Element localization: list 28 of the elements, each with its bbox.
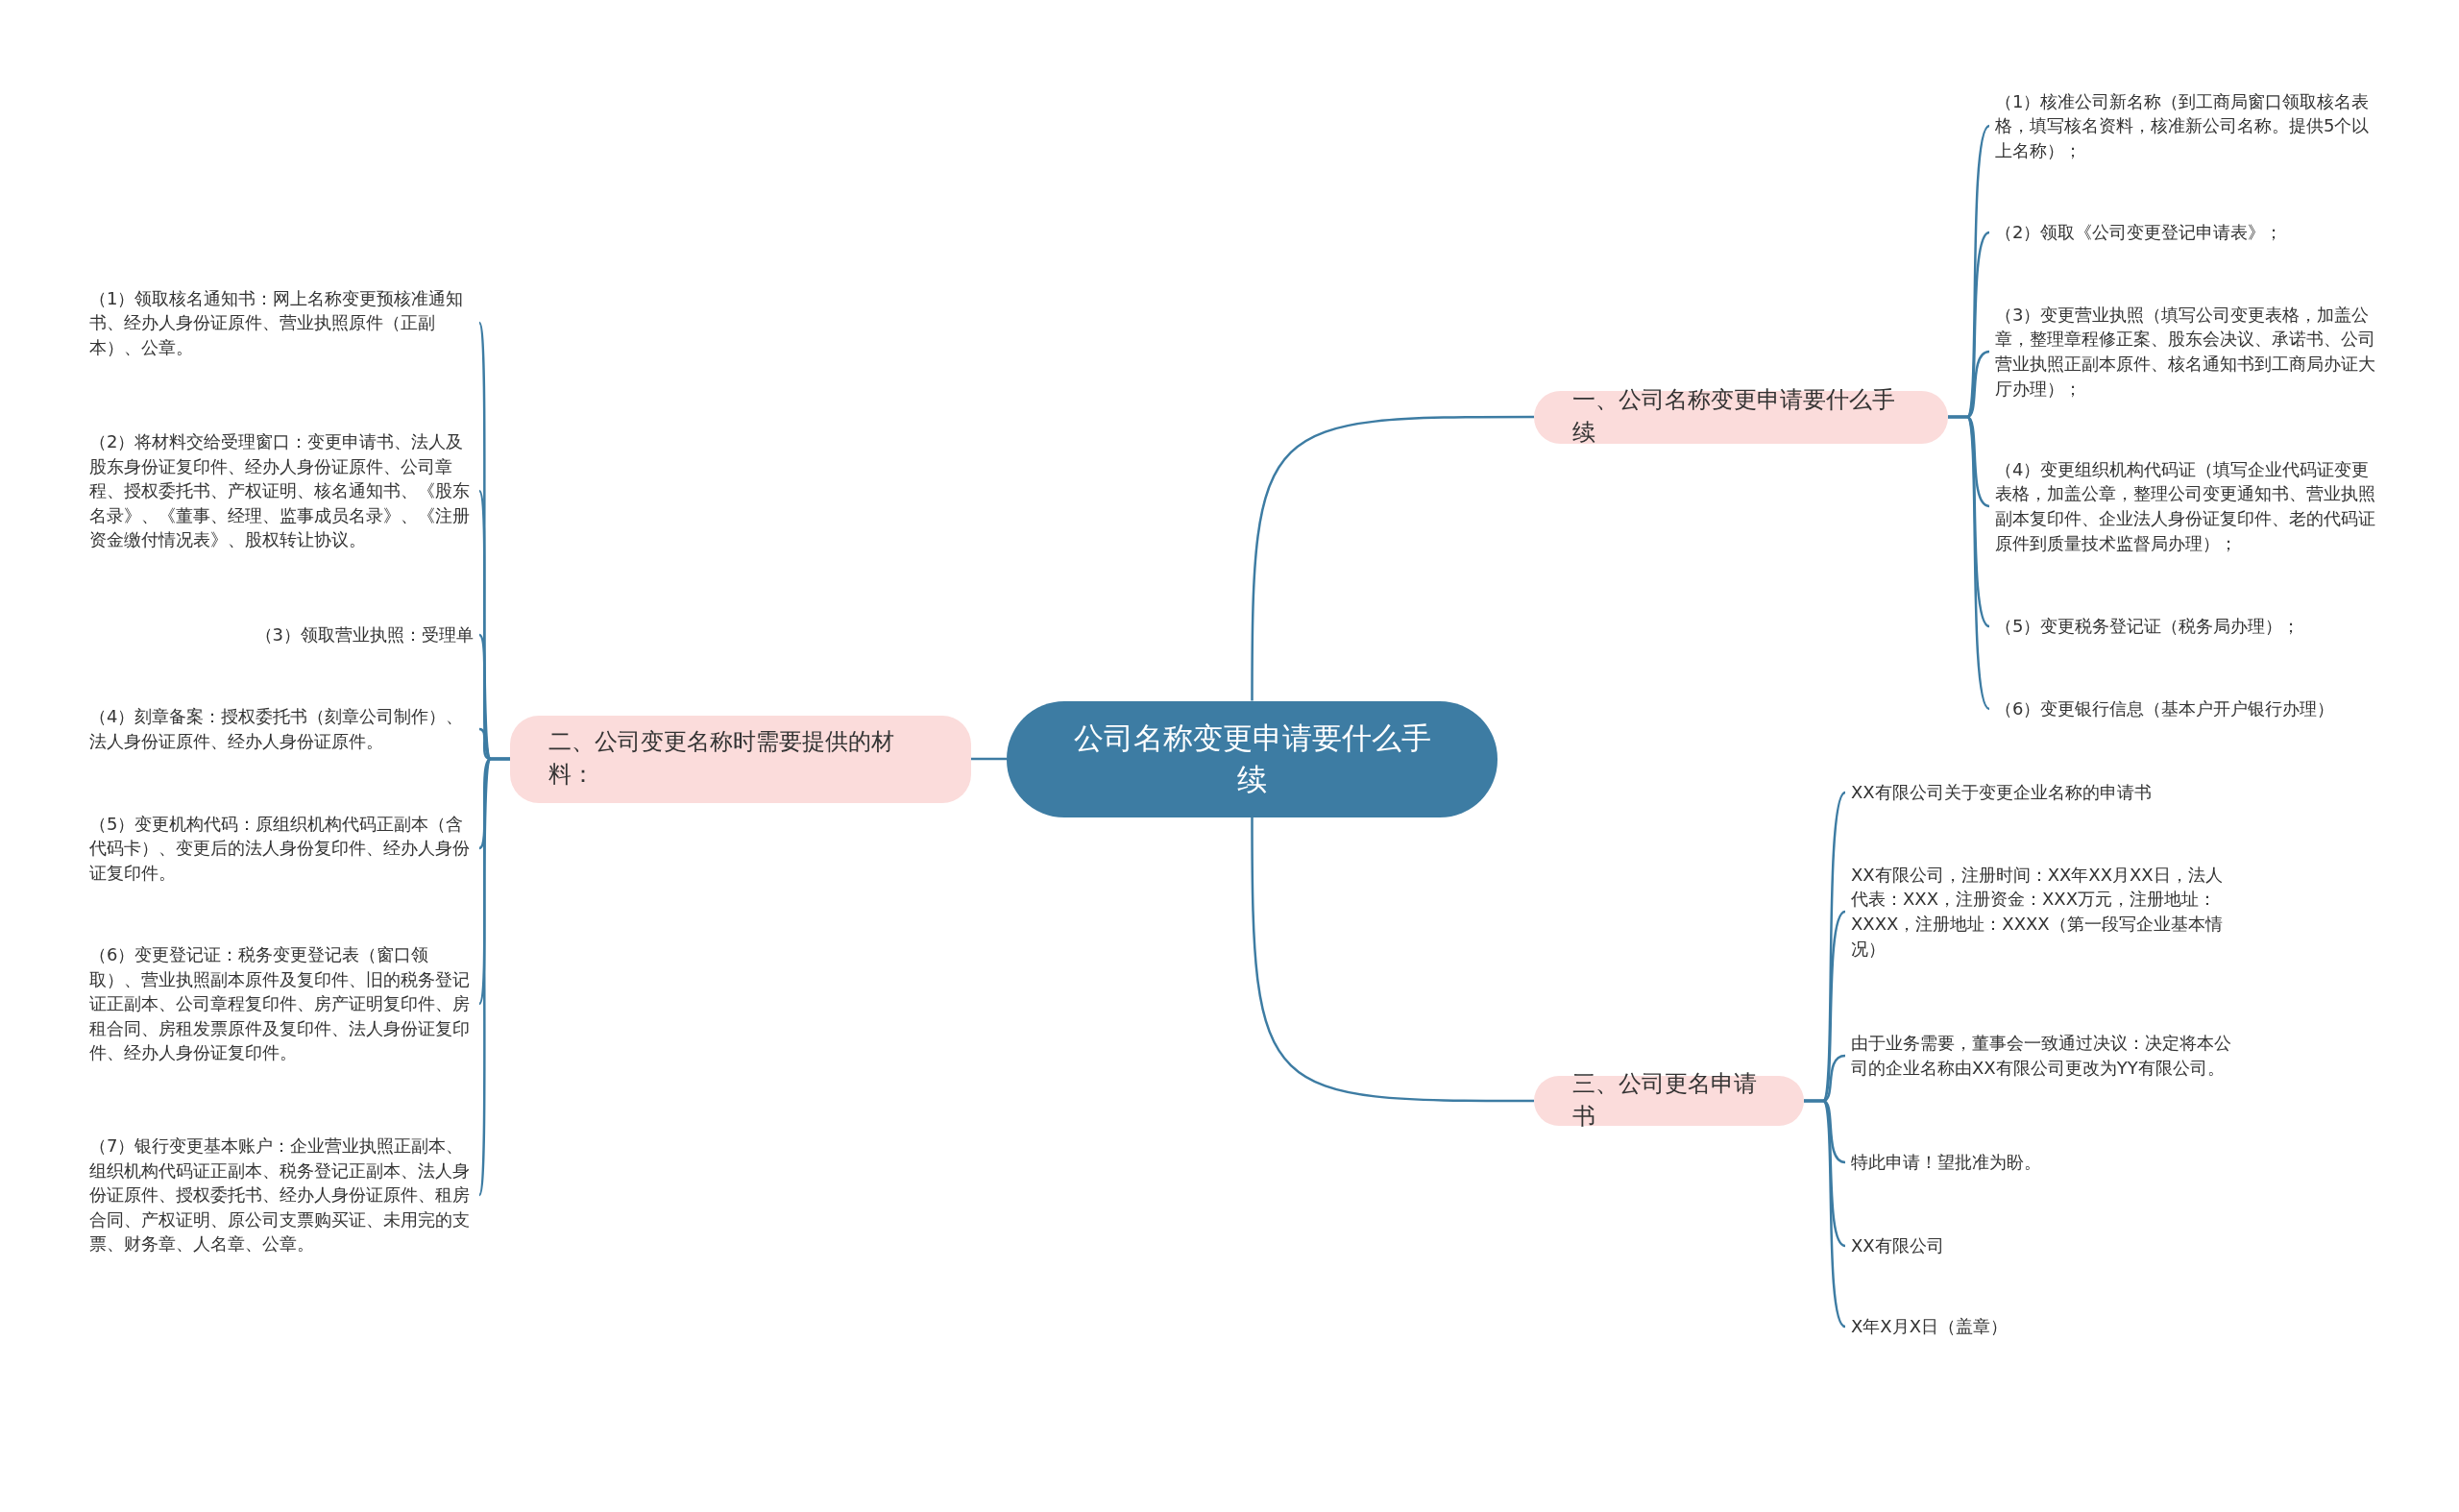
leaf-text: 特此申请！望批准为盼。 [1851, 1150, 2235, 1175]
leaf-text: （5）变更税务登记证（税务局办理）； [1995, 614, 2384, 639]
leaf-text: XX有限公司，注册时间：XX年XX月XX日，法人代表：XXX，注册资金：XXX万元，注册地址：XXXX，注册地址：XXXX（第一段写企业基本情况） [1851, 862, 2235, 962]
leaf-text: （2）将材料交给受理窗口：变更申请书、法人及股东身份证复印件、经办人身份证原件、公司章程、授权委托书、产权证明、核名通知书、《股东名录》、《董事、经理、监事成员名录》、《注册资金缴付情况表》、股权转让协议。 [89, 429, 474, 552]
connector-line [971, 757, 1007, 761]
leaf-text: （3）变更营业执照（填写公司变更表格，加盖公章，整理章程修正案、股东会决议、承诺书、公司营业执照正副本原件、核名通知书到工商局办证大厅办理）； [1995, 302, 2384, 402]
connector-line [1948, 415, 1990, 710]
leaf-text: （3）领取营业执照：受理单 [89, 622, 474, 647]
leaf-text: （4）变更组织机构代码证（填写企业代码证变更表格，加盖公章，整理公司变更通知书、营业执照副本复印件、企业法人身份证复印件、老的代码证原件到质量技术监督局办理）； [1995, 456, 2384, 556]
connector-line [1251, 415, 1534, 701]
leaf-text: XX有限公司关于变更企业名称的申请书 [1851, 780, 2235, 805]
branch-topic: 二、公司变更名称时需要提供的材料： [510, 715, 971, 803]
leaf-text: XX有限公司 [1851, 1233, 2235, 1258]
leaf-text: （4）刻章备案：授权委托书（刻章公司制作）、法人身份证原件、经办人身份证原件。 [89, 704, 474, 754]
connector-line [1804, 1099, 1846, 1328]
branch-topic: 一、公司名称变更申请要什么手续 [1534, 390, 1948, 444]
leaf-text: （6）变更银行信息（基本户开户银行办理） [1995, 696, 2384, 721]
leaf-text: （1）核准公司新名称（到工商局窗口领取核名表格，填写核名资料，核准新公司名称。提供5个以上名称）； [1995, 88, 2384, 163]
central-topic: 公司名称变更申请要什么手续 [1007, 700, 1497, 817]
leaf-text: （6）变更登记证：税务变更登记表（窗口领取）、营业执照副本原件及复印件、旧的税务登记证正副本、公司章程复印件、房产证明复印件、房租合同、房租发票原件及复印件、法人身份证复印件、经办人身份证复印件。 [89, 942, 474, 1065]
leaf-text: （7）银行变更基本账户：企业营业执照正副本、组织机构代码证正副本、税务登记正副本、法人身份证原件、授权委托书、经办人身份证原件、租房合同、产权证明、原公司支票购买证、未用完的支票、财务章、人名章、公章。 [89, 1134, 474, 1256]
leaf-text: （1）领取核名通知书：网上名称变更预核准通知书、经办人身份证原件、营业执照原件（正副本）、公章。 [89, 285, 474, 360]
connector-line [477, 757, 510, 1196]
leaf-text: X年X月X日（盖章） [1851, 1314, 2235, 1339]
leaf-text: （2）领取《公司变更登记申请表》； [1995, 220, 2384, 245]
connector-line [1251, 817, 1534, 1103]
leaf-text: 由于业务需要，董事会一致通过决议：决定将本公司的企业名称由XX有限公司更改为YY有限公司。 [1851, 1031, 2235, 1081]
leaf-text: （5）变更机构代码：原组织机构代码正副本（含代码卡）、变更后的法人身份复印件、经办人身份证复印件。 [89, 811, 474, 886]
